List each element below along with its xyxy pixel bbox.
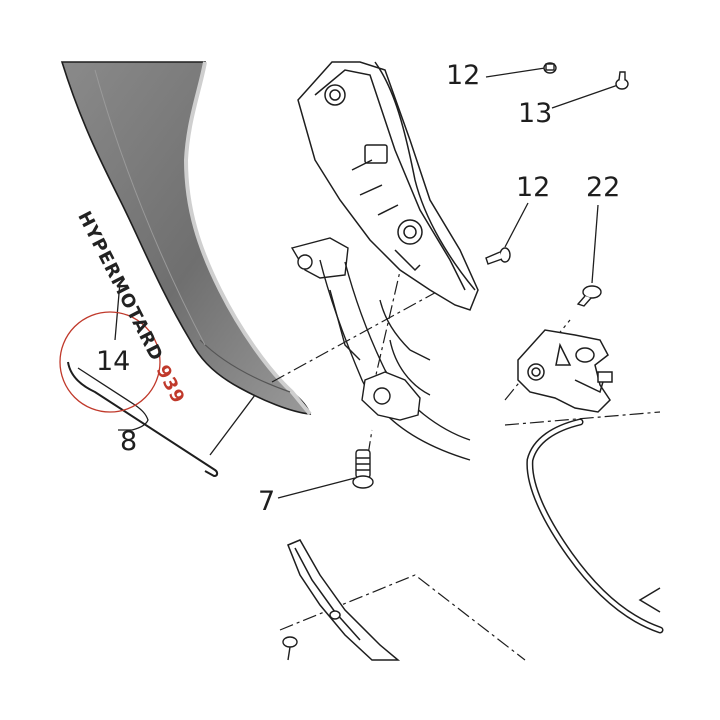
callout-12-top: 12 <box>446 60 481 91</box>
side-panel-part <box>60 61 312 416</box>
callout-13: 13 <box>518 98 553 129</box>
screw-22 <box>576 285 602 307</box>
leader-lines <box>77 67 619 499</box>
frame-bracket-part <box>290 237 471 461</box>
upper-bracket-part <box>297 61 479 311</box>
callout-7: 7 <box>258 486 276 517</box>
trim-strip-part <box>67 361 219 478</box>
screw-7 <box>352 449 374 489</box>
screw-13 <box>615 71 629 90</box>
callout-22: 22 <box>586 172 621 203</box>
screw-12-top <box>543 62 557 74</box>
screw-bottom <box>282 636 298 661</box>
callout-8: 8 <box>120 426 138 457</box>
bottom-rail-part <box>287 539 401 661</box>
screw-12-middle <box>485 247 511 265</box>
callout-14: 14 <box>96 346 131 377</box>
highlight-circle <box>59 311 161 413</box>
latch-bracket-part <box>517 329 613 413</box>
callout-12-middle: 12 <box>516 172 551 203</box>
